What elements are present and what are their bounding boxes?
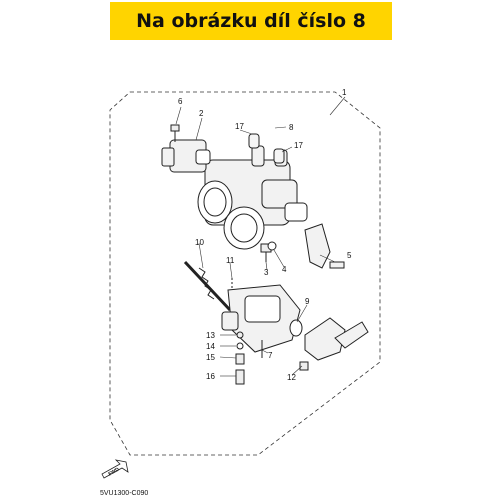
callout-7: 7 [268,351,273,360]
adjust-screw-spring [183,260,233,312]
callout-4: 4 [282,265,287,274]
callout-10: 10 [195,238,204,247]
callout-15: 15 [206,353,215,362]
callout-1: 1 [342,88,347,97]
small-parts [235,331,309,385]
callout-2: 2 [199,109,204,118]
callout-11: 11 [226,256,235,265]
callout-13: 13 [206,331,215,340]
leader-lines [175,96,346,377]
callout-16: 16 [206,372,215,381]
screw-6 [170,124,180,142]
bracket-lever [304,223,345,269]
throttle-position-sensor [161,139,211,173]
callout-numbers: 1 2 3 4 5 6 7 8 9 10 11 12 13 14 15 16 1… [178,88,352,382]
callout-8: 8 [289,123,294,132]
page-title: Na obrázku díl číslo 8 [136,10,366,32]
callout-14: 14 [206,342,215,351]
callout-17: 17 [235,122,244,131]
valve-assembly [289,317,369,361]
callout-3: 3 [264,268,269,277]
title-banner: Na obrázku díl číslo 8 [110,2,392,40]
callout-9: 9 [305,297,310,306]
screw-3-4 [260,241,277,262]
fwd-arrow-icon: FWD [101,459,129,479]
cap-17 [248,133,285,164]
fwd-label: FWD [108,466,121,477]
drawing-code: 5VU1300-C090 [100,490,149,497]
callout-5: 5 [347,251,352,260]
idle-air-housing [221,284,301,353]
assembly-boundary [109,91,381,456]
callout-6: 6 [178,97,183,106]
throttle-body [197,145,308,250]
callout-17b: 17 [294,141,303,150]
callout-12: 12 [287,373,296,382]
